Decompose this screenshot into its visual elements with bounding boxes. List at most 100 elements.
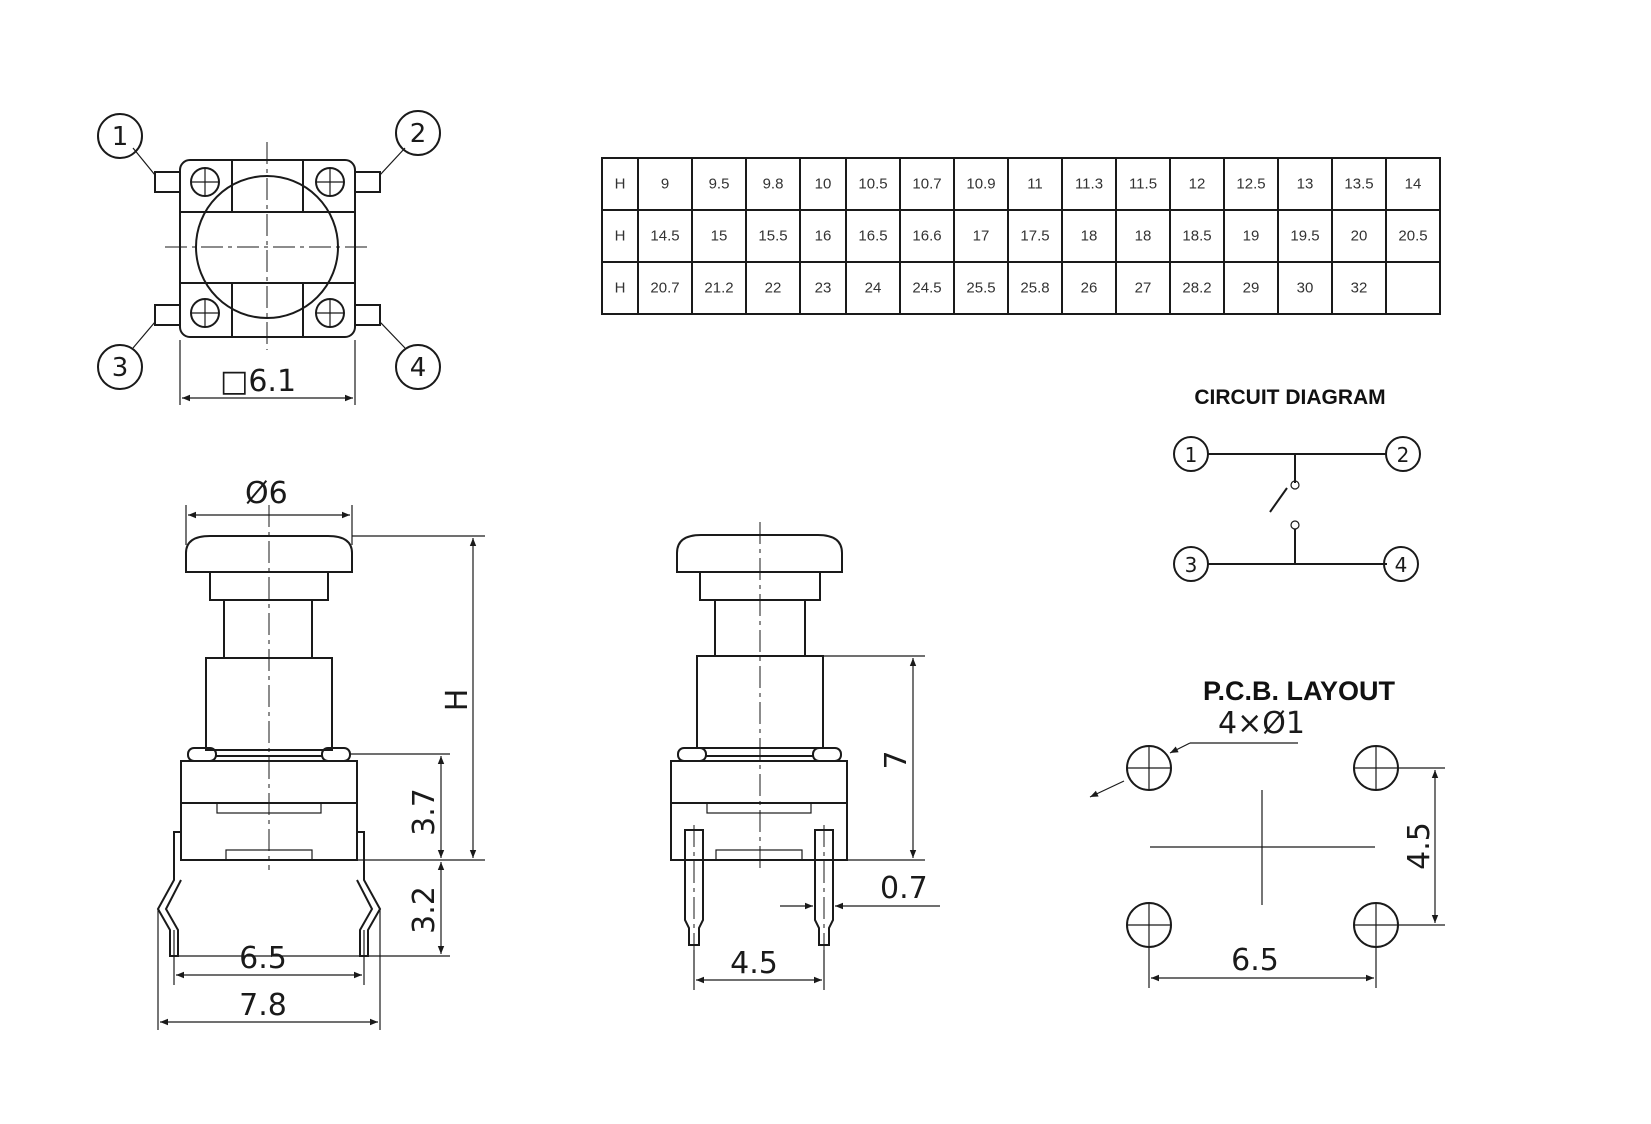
- dim-pin-spacing: 6.5: [239, 941, 287, 976]
- corner-hole: [190, 167, 220, 197]
- pin-tab: [154, 171, 180, 193]
- corner-hole: [315, 298, 345, 328]
- table-cell: 15: [711, 228, 728, 245]
- pin-left: [156, 831, 182, 957]
- table-cell: 13.5: [1344, 176, 1373, 193]
- dim-vertical: 4.5: [1402, 822, 1437, 870]
- table-cell: 14: [1405, 176, 1422, 193]
- circuit-pin-2: 2: [1385, 436, 1421, 472]
- pcb-layout-title: P.C.B. LAYOUT: [1203, 676, 1396, 706]
- dim-horizontal: 6.5: [1231, 943, 1279, 978]
- table-cell: 10.7: [912, 176, 941, 193]
- table-cell: 9: [661, 176, 669, 193]
- table-cell: 9.5: [709, 176, 730, 193]
- table-cell: 16.6: [912, 228, 941, 245]
- dim-overall-width: 7.8: [239, 988, 287, 1023]
- table-cell: 28.2: [1182, 280, 1211, 297]
- table-cell: 10: [815, 176, 832, 193]
- pcb-hole: [1126, 745, 1172, 791]
- circuit-diagram: CIRCUIT DIAGRAM 1 2 3 4: [1173, 386, 1421, 582]
- table-cell: 11.5: [1129, 176, 1157, 193]
- pcb-hole: [1126, 902, 1172, 948]
- table-cell: 16: [815, 228, 832, 245]
- pin-tab: [154, 304, 180, 326]
- table-cell: 19.5: [1290, 228, 1319, 245]
- top-view: 1 2 3 4 □6.1: [97, 110, 441, 405]
- pcb-hole: [1353, 902, 1399, 948]
- dim-height: 7: [879, 750, 914, 769]
- pin-right: [356, 831, 382, 957]
- table-cell: 29: [1243, 280, 1260, 297]
- dim-pin-width: 0.7: [880, 871, 928, 906]
- svg-text:1: 1: [112, 122, 129, 152]
- circuit-pin-1: 1: [1173, 436, 1209, 472]
- svg-text:4: 4: [1395, 553, 1408, 577]
- table-cell: 22: [765, 280, 782, 297]
- table-cell: 16.5: [858, 228, 887, 245]
- front-view: Ø6 H 3.7 3.2 6.5 7.8: [156, 476, 485, 1030]
- pin-label-1: 1: [97, 113, 143, 159]
- table-row-header: H: [615, 228, 626, 245]
- pin-tab: [355, 171, 381, 193]
- base: [670, 802, 848, 861]
- corner-hole: [190, 298, 220, 328]
- svg-text:4: 4: [410, 353, 427, 383]
- switch-contact: [1269, 487, 1288, 513]
- table-cell: 14.5: [650, 228, 679, 245]
- table-cell: 24: [865, 280, 882, 297]
- table-cell: 20: [1351, 228, 1368, 245]
- table-cell: 18: [1135, 228, 1152, 245]
- table-cell: 11.3: [1075, 176, 1103, 193]
- table-cell: 17: [973, 228, 990, 245]
- table-cell: 18: [1081, 228, 1098, 245]
- switch-body: [670, 760, 848, 804]
- plunger: [223, 599, 313, 659]
- dim-cap-diameter: Ø6: [245, 476, 288, 511]
- table-row-header: H: [615, 280, 626, 297]
- pcb-layout: P.C.B. LAYOUT 4×Ø1 4.5 6.5: [1089, 676, 1445, 988]
- table-cell: 21.2: [704, 280, 733, 297]
- table-cell: 9.8: [763, 176, 784, 193]
- table-row-header: H: [615, 176, 626, 193]
- table-cell: 12: [1189, 176, 1206, 193]
- cap: [676, 534, 843, 573]
- table-cell: 32: [1351, 280, 1368, 297]
- svg-text:2: 2: [410, 119, 427, 149]
- svg-text:3: 3: [1185, 553, 1198, 577]
- hole-note: 4×Ø1: [1218, 706, 1305, 741]
- dim-top-width: □6.1: [220, 364, 296, 399]
- dim-height-h: H: [440, 689, 475, 712]
- table-cell: 26: [1081, 280, 1098, 297]
- circuit-diagram-title: CIRCUIT DIAGRAM: [1194, 386, 1385, 409]
- table-cell: 25.5: [966, 280, 995, 297]
- table-cell: 30: [1297, 280, 1314, 297]
- side-view: 7 0.7 4.5: [670, 522, 940, 990]
- circuit-pin-3: 3: [1173, 546, 1209, 582]
- table-cell: 20.7: [650, 280, 679, 297]
- pin-left: [684, 829, 704, 946]
- table-cell: 12.5: [1236, 176, 1265, 193]
- cap: [185, 535, 353, 573]
- pin-right: [814, 829, 834, 946]
- pin-tab: [355, 304, 381, 326]
- table-cell: 17.5: [1020, 228, 1049, 245]
- svg-text:3: 3: [112, 353, 129, 383]
- table-border: [601, 157, 1441, 315]
- svg-text:1: 1: [1185, 443, 1198, 467]
- svg-text:2: 2: [1397, 443, 1410, 467]
- dim-pin-spacing: 4.5: [730, 946, 778, 981]
- dim-pin-length: 3.2: [407, 886, 442, 934]
- pin-label-2: 2: [395, 110, 441, 156]
- table-cell: 19: [1243, 228, 1260, 245]
- table-cell: 11: [1027, 176, 1043, 193]
- table-cell: 15.5: [758, 228, 787, 245]
- dim-body-height: 3.7: [407, 788, 442, 836]
- pin-label-3: 3: [97, 344, 143, 390]
- corner-hole: [315, 167, 345, 197]
- table-cell: 10.9: [966, 176, 995, 193]
- circuit-pin-4: 4: [1383, 546, 1419, 582]
- table-cell: 18.5: [1182, 228, 1211, 245]
- table-cell: 13: [1297, 176, 1314, 193]
